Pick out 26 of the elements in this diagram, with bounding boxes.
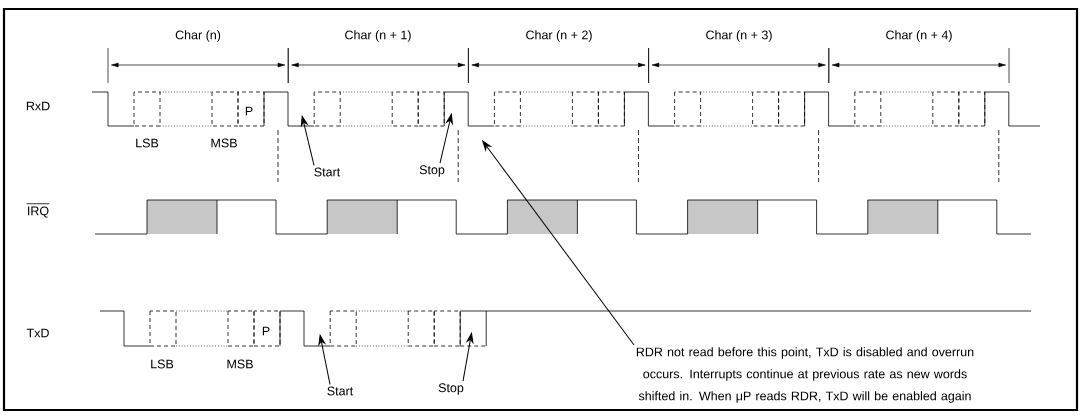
- bit-label: MSB: [211, 138, 237, 148]
- bit-label: LSB: [136, 138, 159, 148]
- signal-name: RxD: [26, 101, 50, 111]
- callout-text: Stop: [419, 165, 445, 177]
- callout-text: Start: [314, 167, 341, 177]
- char-label: Char (n + 2): [526, 30, 592, 42]
- note-text: RDR not read before this point, TxD is disabled and overrun occurs. Interrupts continue at previous rate as new words shifted in. When μP reads RDR, TxD will be enabled again: [636, 347, 974, 403]
- signal-name: TxD: [26, 328, 49, 338]
- char-label: Char (n + 4): [886, 30, 952, 42]
- leader-arrow: [439, 113, 453, 164]
- bit-label: P: [262, 326, 270, 336]
- bit-label: MSB: [227, 359, 253, 369]
- signal-name: IRQ: [26, 203, 50, 218]
- leader-arrow: [300, 115, 315, 166]
- char-label: Char (n): [175, 30, 221, 42]
- bit-label: LSB: [151, 359, 174, 369]
- char-label: Char (n + 3): [706, 30, 772, 42]
- leader-arrow: [462, 332, 474, 382]
- leader-arrow: [482, 140, 635, 346]
- char-label: Char (n + 1): [345, 30, 411, 42]
- waveform-drawing: [99, 310, 1032, 347]
- waveform-drawing: [91, 91, 1041, 127]
- callout-text: Stop: [438, 383, 464, 395]
- bit-label: P: [245, 106, 253, 116]
- leader-arrow: [318, 334, 331, 385]
- callout-text: Start: [327, 386, 354, 396]
